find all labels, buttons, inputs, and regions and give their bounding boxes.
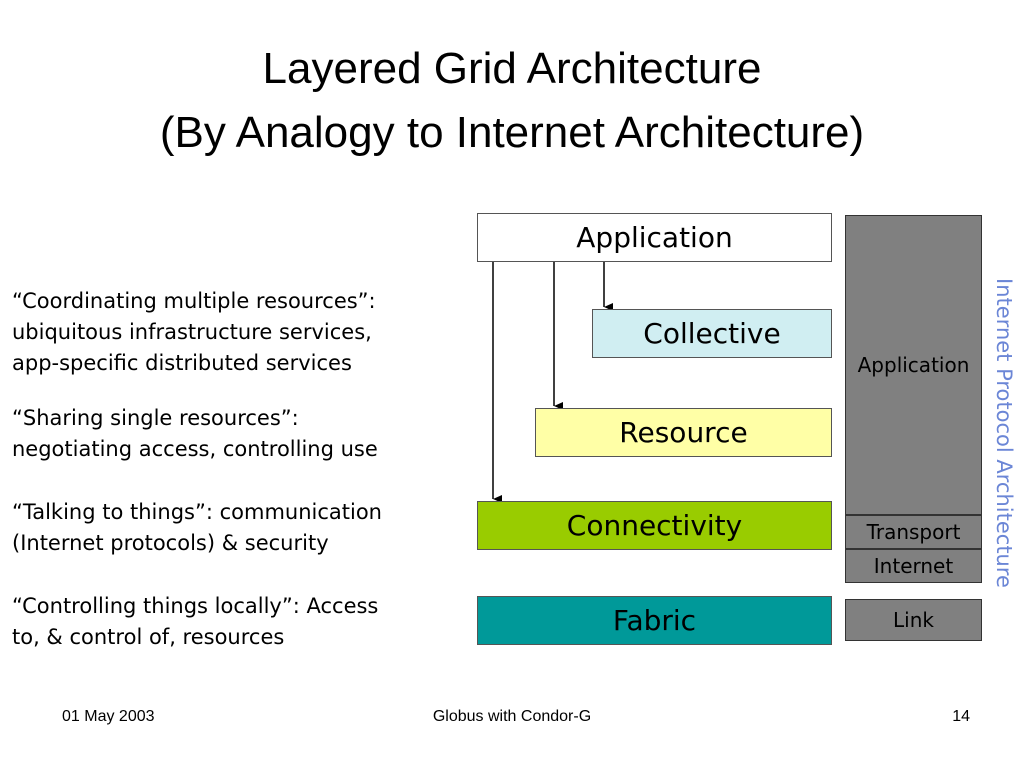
footer-title: Globus with Condor-G — [432, 708, 592, 725]
ip-layer-application: Application — [845, 215, 982, 515]
description-line: app-specific distributed services — [12, 351, 352, 375]
internet-protocol-architecture-label: Internet Protocol Architecture — [992, 278, 1016, 588]
grid-layer-resource: Resource — [535, 408, 832, 457]
grid-layer-fabric: Fabric — [477, 596, 832, 645]
description-line: (Internet protocols) & security — [12, 531, 329, 555]
fabric-description: “Controlling things locally”: Access to,… — [12, 591, 378, 653]
connectivity-description: “Talking to things”: communication (Inte… — [12, 497, 382, 559]
grid-layer-connectivity: Connectivity — [477, 501, 832, 550]
collective-description: “Coordinating multiple resources”: ubiqu… — [12, 286, 376, 379]
grid-layer-application: Application — [477, 213, 832, 262]
description-line: to, & control of, resources — [12, 625, 285, 649]
ip-layer-link: Link — [845, 599, 982, 641]
description-line: “Controlling things locally”: Access — [12, 594, 379, 618]
footer-date: 01 May 2003 — [62, 708, 155, 725]
page-number: 14 — [952, 708, 970, 725]
slide-title-line-2: (By Analogy to Internet Architecture) — [159, 108, 865, 157]
slide-title-line-1: Layered Grid Architecture — [262, 44, 762, 93]
grid-layer-collective: Collective — [592, 309, 832, 358]
description-line: negotiating access, controlling use — [12, 437, 378, 461]
description-line: “Talking to things”: communication — [12, 500, 382, 524]
ip-layer-internet: Internet — [845, 549, 982, 583]
resource-description: “Sharing single resources”: negotiating … — [12, 403, 378, 465]
ip-layer-transport: Transport — [845, 515, 982, 549]
description-line: “Sharing single resources”: — [12, 406, 299, 430]
description-line: ubiquitous infrastructure services, — [12, 320, 372, 344]
description-line: “Coordinating multiple resources”: — [12, 289, 376, 313]
